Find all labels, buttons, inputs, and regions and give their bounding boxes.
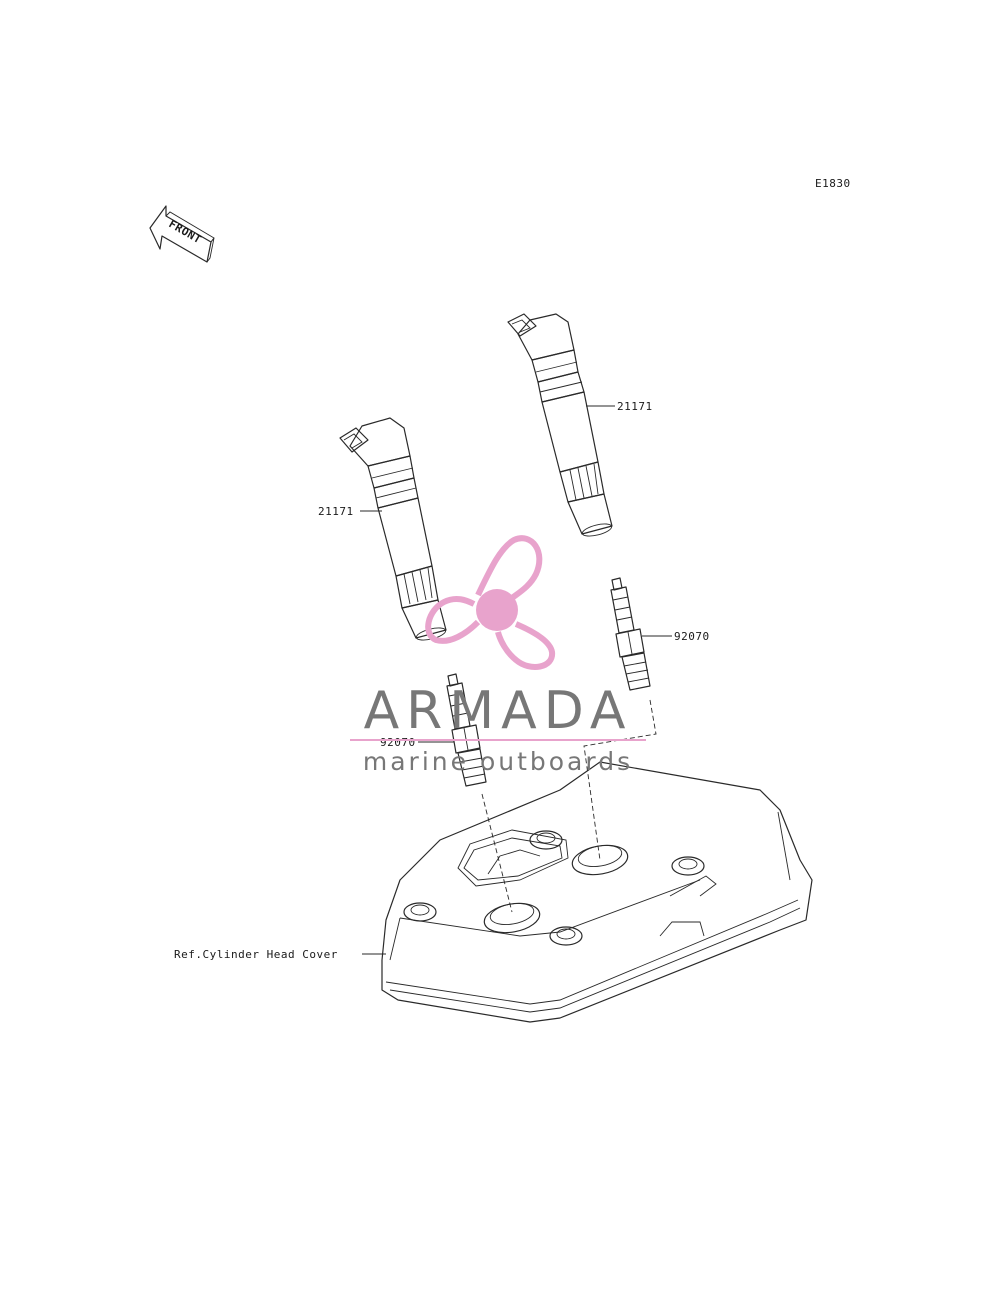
ignition-coil-left: 21171 [318,417,447,641]
cylinder-head-cover: Ref.Cylinder Head Cover [174,761,813,1023]
watermark-title: ARMADA [364,681,633,741]
label-cylinder-head-cover: Ref.Cylinder Head Cover [174,948,338,961]
spark-plug-right: 92070 [583,577,710,861]
watermark: ARMADA marine outboards [350,535,646,776]
label-coil-right: 21171 [617,400,653,413]
propeller-logo-icon [425,535,555,670]
front-arrow-icon: FRONT [149,205,215,263]
diagram-code: E1830 [815,177,851,190]
watermark-subtitle: marine outboards [363,747,633,776]
ignition-coil-right: 21171 [507,313,653,537]
propeller-hub-icon [476,589,518,631]
label-plug-right: 92070 [674,630,710,643]
label-coil-left: 21171 [318,505,354,518]
